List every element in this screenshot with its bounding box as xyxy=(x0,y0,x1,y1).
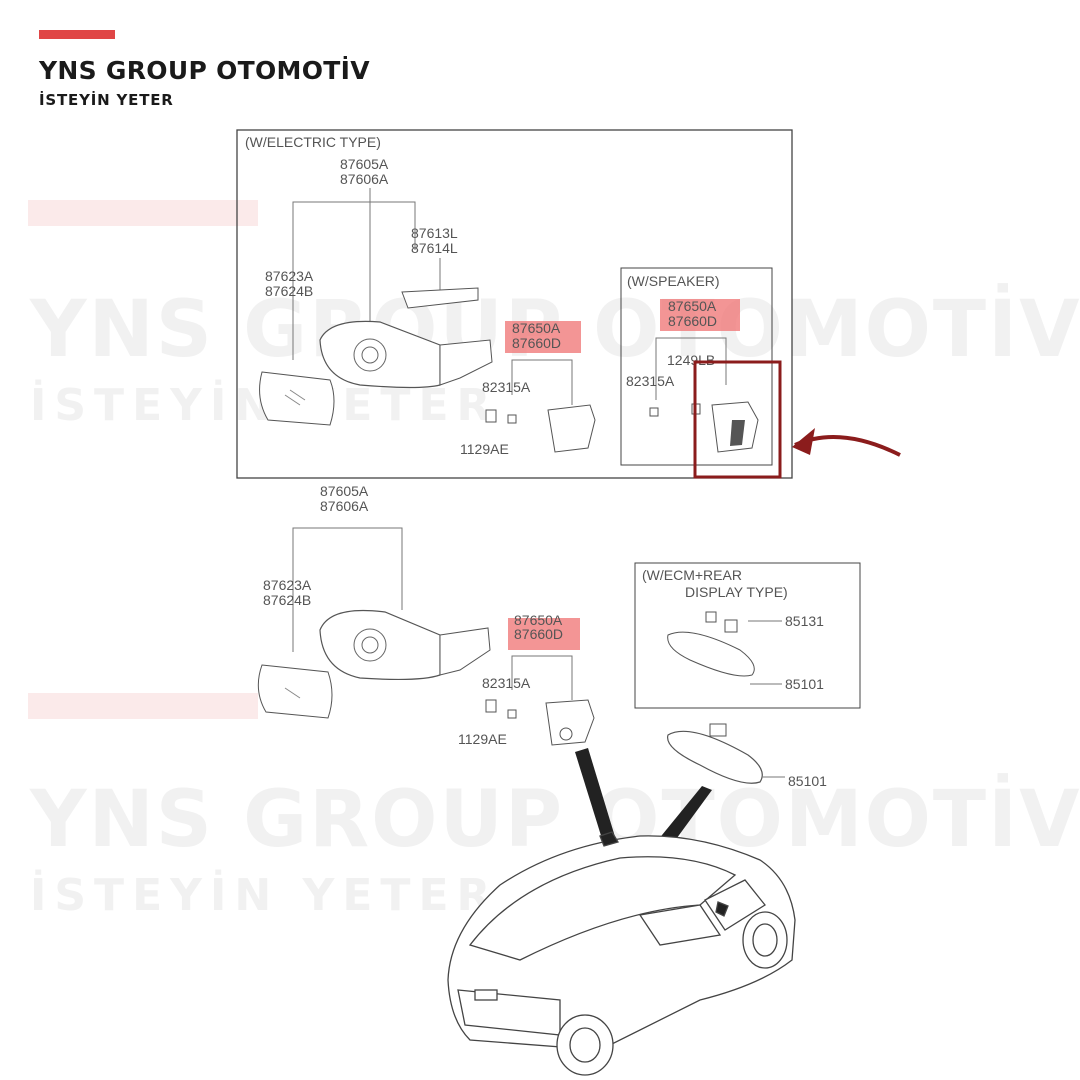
part-label: 1129AE xyxy=(458,731,507,747)
mirror-housing-drawing xyxy=(319,609,441,681)
ecm-box xyxy=(634,562,861,709)
part-label: 85101 xyxy=(785,676,824,692)
part-label: 82315A xyxy=(482,675,531,691)
part-label: 87624B xyxy=(265,283,313,299)
highlight-lamp-code xyxy=(660,299,740,331)
watermark-bar xyxy=(28,693,258,719)
mirror-base-drawing xyxy=(439,339,493,386)
part-label: 1249LB xyxy=(667,352,715,368)
part-label: 87606A xyxy=(340,171,389,187)
ecm-box-title: (W/ECM+REAR xyxy=(642,567,742,583)
mirror-glass-drawing xyxy=(257,664,333,719)
highlight-lamp-code xyxy=(508,618,580,650)
part-label: 87614L xyxy=(411,240,458,256)
location-pointer xyxy=(575,748,616,842)
ecm-mirror-drawing xyxy=(667,631,755,677)
callout-highlight-box xyxy=(693,360,782,479)
inside-mirror-drawing xyxy=(667,730,763,784)
leader-line xyxy=(292,527,403,652)
mirror-glass-drawing xyxy=(259,371,335,426)
part-label: 87660D xyxy=(668,313,717,329)
part-label: 82315A xyxy=(482,379,531,395)
part-label: 87606A xyxy=(320,498,369,514)
brand-accent-bar xyxy=(39,30,115,39)
callout-arrowhead xyxy=(792,428,815,455)
mirror-motor-drawing xyxy=(353,338,387,372)
part-label: 82315A xyxy=(626,373,675,389)
watermark-bar xyxy=(28,200,258,226)
part-label: 87650A xyxy=(668,298,717,314)
part-label: 87605A xyxy=(320,483,369,499)
part-label: 87624B xyxy=(263,592,311,608)
part-label: 87623A xyxy=(263,577,312,593)
part-label: 87650A xyxy=(514,612,563,628)
nut-drawing xyxy=(507,414,517,424)
mirror-base-drawing xyxy=(439,627,491,676)
leader-line xyxy=(292,201,416,360)
leader-line xyxy=(511,655,573,700)
part-label: 1129AE xyxy=(460,441,509,457)
part-label: 87605A xyxy=(340,156,389,172)
side-lamp-drawing xyxy=(545,699,595,746)
side-lamp-drawing xyxy=(547,404,596,453)
ecm-box-title: DISPLAY TYPE) xyxy=(685,584,788,600)
garnish-drawing xyxy=(401,287,479,309)
leader-line xyxy=(511,359,573,405)
screw-drawing xyxy=(485,409,497,423)
part-label: 85131 xyxy=(785,613,824,629)
part-label: 87660D xyxy=(512,335,561,351)
leader-line xyxy=(655,337,727,400)
speaker-grille-drawing xyxy=(730,420,745,446)
electric-type-box xyxy=(236,129,793,479)
highlight-lamp-code xyxy=(505,321,581,353)
part-label: 87623A xyxy=(265,268,314,284)
brand-title: YNS GROUP OTOMOTİV xyxy=(39,56,370,85)
car-drawing xyxy=(447,831,796,1076)
part-label: 87650A xyxy=(512,320,561,336)
part-label: 87660D xyxy=(514,626,563,642)
part-label: 87613L xyxy=(411,225,458,241)
electric-box-title: (W/ELECTRIC TYPE) xyxy=(245,134,381,150)
speaker-box-title: (W/SPEAKER) xyxy=(627,273,720,289)
mirror-housing-drawing xyxy=(319,320,441,389)
brand-subtitle: İSTEYİN YETER xyxy=(39,91,174,109)
part-label: 85101 xyxy=(788,773,827,789)
